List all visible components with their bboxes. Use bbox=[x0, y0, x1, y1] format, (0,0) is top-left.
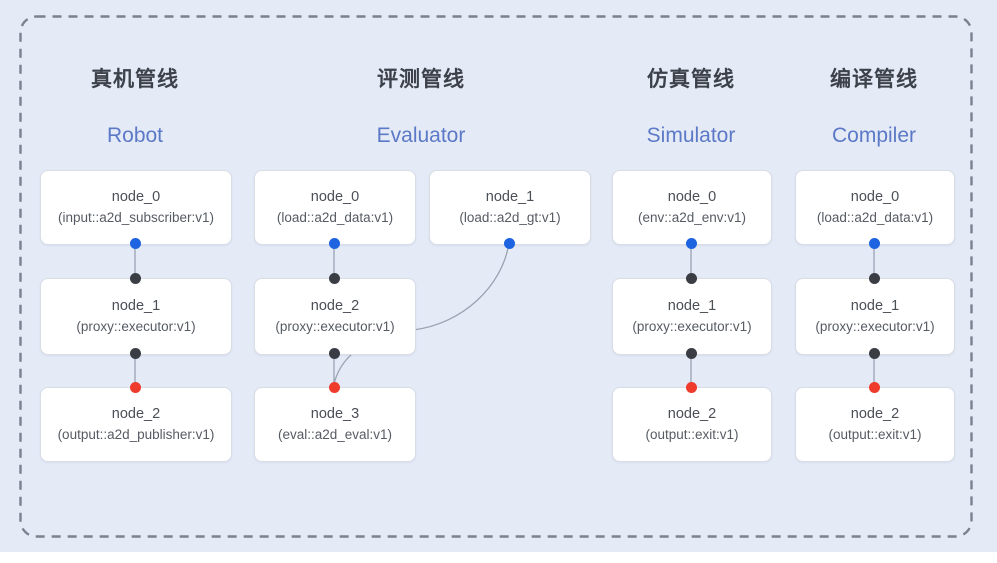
input-port-dot-icon bbox=[328, 381, 340, 393]
node-type: (env::a2d_env:v1) bbox=[637, 209, 747, 225]
pipeline-title-en-robot: Robot bbox=[106, 124, 164, 147]
node-name: node_1 bbox=[485, 188, 535, 205]
dashed-frame bbox=[19, 15, 973, 538]
pipeline-title-en-evaluator: Evaluator bbox=[376, 124, 466, 147]
output-port-dot-icon bbox=[328, 237, 340, 249]
node-type: (input::a2d_subscriber:v1) bbox=[57, 209, 215, 225]
node-name: node_1 bbox=[667, 297, 717, 314]
executor-port-dot-icon bbox=[685, 272, 697, 284]
node-type: (load::a2d_gt:v1) bbox=[459, 209, 561, 225]
node-type: (proxy::executor:v1) bbox=[76, 318, 196, 334]
node-card-simulator-node2: node_2 (output::exit:v1) bbox=[612, 387, 772, 462]
node-card-evaluator-node0: node_0 (load::a2d_data:v1) bbox=[254, 170, 416, 245]
pipeline-title-zh-robot: 真机管线 bbox=[91, 68, 179, 91]
executor-port-dot-icon bbox=[328, 272, 340, 284]
node-card-compiler-node0: node_0 (load::a2d_data:v1) bbox=[795, 170, 955, 245]
node-card-compiler-node1: node_1 (proxy::executor:v1) bbox=[795, 278, 955, 355]
node-name: node_2 bbox=[111, 405, 161, 422]
node-name: node_0 bbox=[850, 188, 900, 205]
node-type: (output::exit:v1) bbox=[645, 426, 739, 442]
node-type: (load::a2d_data:v1) bbox=[276, 209, 394, 225]
node-type: (output::a2d_publisher:v1) bbox=[57, 426, 215, 442]
pipeline-title-zh-evaluator: 评测管线 bbox=[377, 68, 465, 91]
node-card-robot-node0: node_0 (input::a2d_subscriber:v1) bbox=[40, 170, 232, 245]
node-card-evaluator-node3: node_3 (eval::a2d_eval:v1) bbox=[254, 387, 416, 462]
node-type: (proxy::executor:v1) bbox=[275, 318, 395, 334]
executor-port-dot-icon bbox=[129, 347, 141, 359]
executor-port-dot-icon bbox=[685, 347, 697, 359]
input-port-dot-icon bbox=[129, 381, 141, 393]
executor-port-dot-icon bbox=[868, 347, 880, 359]
node-card-evaluator-node1: node_1 (load::a2d_gt:v1) bbox=[429, 170, 591, 245]
node-name: node_0 bbox=[310, 188, 360, 205]
node-name: node_1 bbox=[850, 297, 900, 314]
node-type: (proxy::executor:v1) bbox=[815, 318, 935, 334]
node-type: (load::a2d_data:v1) bbox=[816, 209, 934, 225]
output-port-dot-icon bbox=[868, 237, 880, 249]
executor-port-dot-icon bbox=[328, 347, 340, 359]
node-name: node_2 bbox=[310, 297, 360, 314]
node-name: node_3 bbox=[310, 405, 360, 422]
pipeline-title-zh-simulator: 仿真管线 bbox=[647, 68, 735, 91]
node-name: node_0 bbox=[111, 188, 161, 205]
node-card-simulator-node0: node_0 (env::a2d_env:v1) bbox=[612, 170, 772, 245]
node-name: node_1 bbox=[111, 297, 161, 314]
output-port-dot-icon bbox=[685, 237, 697, 249]
output-port-dot-icon bbox=[129, 237, 141, 249]
input-port-dot-icon bbox=[868, 381, 880, 393]
node-name: node_2 bbox=[667, 405, 717, 422]
node-card-compiler-node2: node_2 (output::exit:v1) bbox=[795, 387, 955, 462]
node-type: (eval::a2d_eval:v1) bbox=[277, 426, 393, 442]
node-card-robot-node1: node_1 (proxy::executor:v1) bbox=[40, 278, 232, 355]
executor-port-dot-icon bbox=[868, 272, 880, 284]
pipeline-title-en-compiler: Compiler bbox=[831, 124, 917, 147]
executor-port-dot-icon bbox=[129, 272, 141, 284]
node-name: node_2 bbox=[850, 405, 900, 422]
pipeline-title-en-simulator: Simulator bbox=[646, 124, 736, 147]
node-card-robot-node2: node_2 (output::a2d_publisher:v1) bbox=[40, 387, 232, 462]
node-card-simulator-node1: node_1 (proxy::executor:v1) bbox=[612, 278, 772, 355]
node-type: (proxy::executor:v1) bbox=[632, 318, 752, 334]
node-type: (output::exit:v1) bbox=[828, 426, 922, 442]
output-port-dot-icon bbox=[503, 237, 515, 249]
node-card-evaluator-node2: node_2 (proxy::executor:v1) bbox=[254, 278, 416, 355]
node-name: node_0 bbox=[667, 188, 717, 205]
pipeline-title-zh-compiler: 编译管线 bbox=[830, 68, 918, 91]
input-port-dot-icon bbox=[685, 381, 697, 393]
